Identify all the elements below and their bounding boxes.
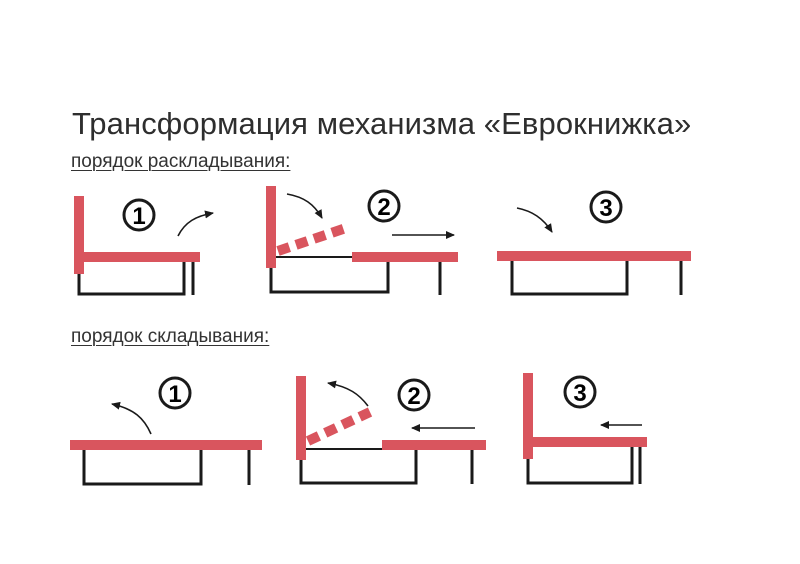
seat bbox=[352, 252, 458, 262]
step-number: 2 bbox=[377, 194, 390, 221]
unfold-step-1-sofa bbox=[74, 196, 200, 296]
fold-step-1-sofa bbox=[70, 440, 262, 486]
backrest bbox=[74, 196, 84, 274]
step-number: 1 bbox=[168, 381, 181, 408]
fold-step-1-number: 1 bbox=[158, 376, 192, 410]
unfold-order-heading: порядок раскладывания: bbox=[71, 151, 291, 172]
unfold-step-2-sofa bbox=[266, 186, 458, 295]
unfold-step-3-number: 3 bbox=[589, 190, 623, 224]
unfold-step-3-sofa bbox=[497, 251, 691, 296]
backrest bbox=[523, 373, 533, 459]
fold-order-heading: порядок складывания: bbox=[71, 326, 270, 347]
frame bbox=[510, 261, 629, 296]
seat bbox=[84, 252, 200, 262]
step-number: 2 bbox=[407, 383, 420, 410]
unfold-step-2-number: 2 bbox=[367, 189, 401, 223]
seat bbox=[70, 440, 262, 450]
seat bbox=[382, 440, 486, 450]
fold-step-3-sofa bbox=[523, 373, 647, 485]
arrow-icon bbox=[516, 207, 553, 233]
fold-step-2-sofa bbox=[296, 376, 486, 485]
backrest bbox=[296, 376, 306, 460]
step-number: 3 bbox=[599, 195, 612, 222]
arrow-icon bbox=[111, 401, 152, 435]
arrow-icon bbox=[286, 193, 323, 219]
diagram-title: Трансформация механизма «Еврокнижка» bbox=[72, 106, 692, 141]
frame bbox=[526, 447, 634, 485]
fold-step-3-number: 3 bbox=[563, 375, 597, 409]
dashed-backrest-icon bbox=[305, 407, 373, 446]
seat bbox=[533, 437, 647, 447]
frame bbox=[299, 450, 418, 485]
step-number: 3 bbox=[573, 380, 586, 407]
frame bbox=[77, 262, 186, 296]
arrow-icon bbox=[327, 380, 369, 407]
arrow-icon bbox=[177, 210, 214, 237]
frame bbox=[269, 262, 390, 294]
unfold-step-1-number: 1 bbox=[122, 198, 156, 232]
backrest bbox=[266, 186, 276, 268]
dashed-backrest-icon bbox=[276, 223, 348, 256]
fold-step-2-number: 2 bbox=[397, 378, 431, 412]
seat bbox=[497, 251, 691, 261]
frame bbox=[82, 450, 203, 486]
step-number: 1 bbox=[132, 203, 145, 230]
